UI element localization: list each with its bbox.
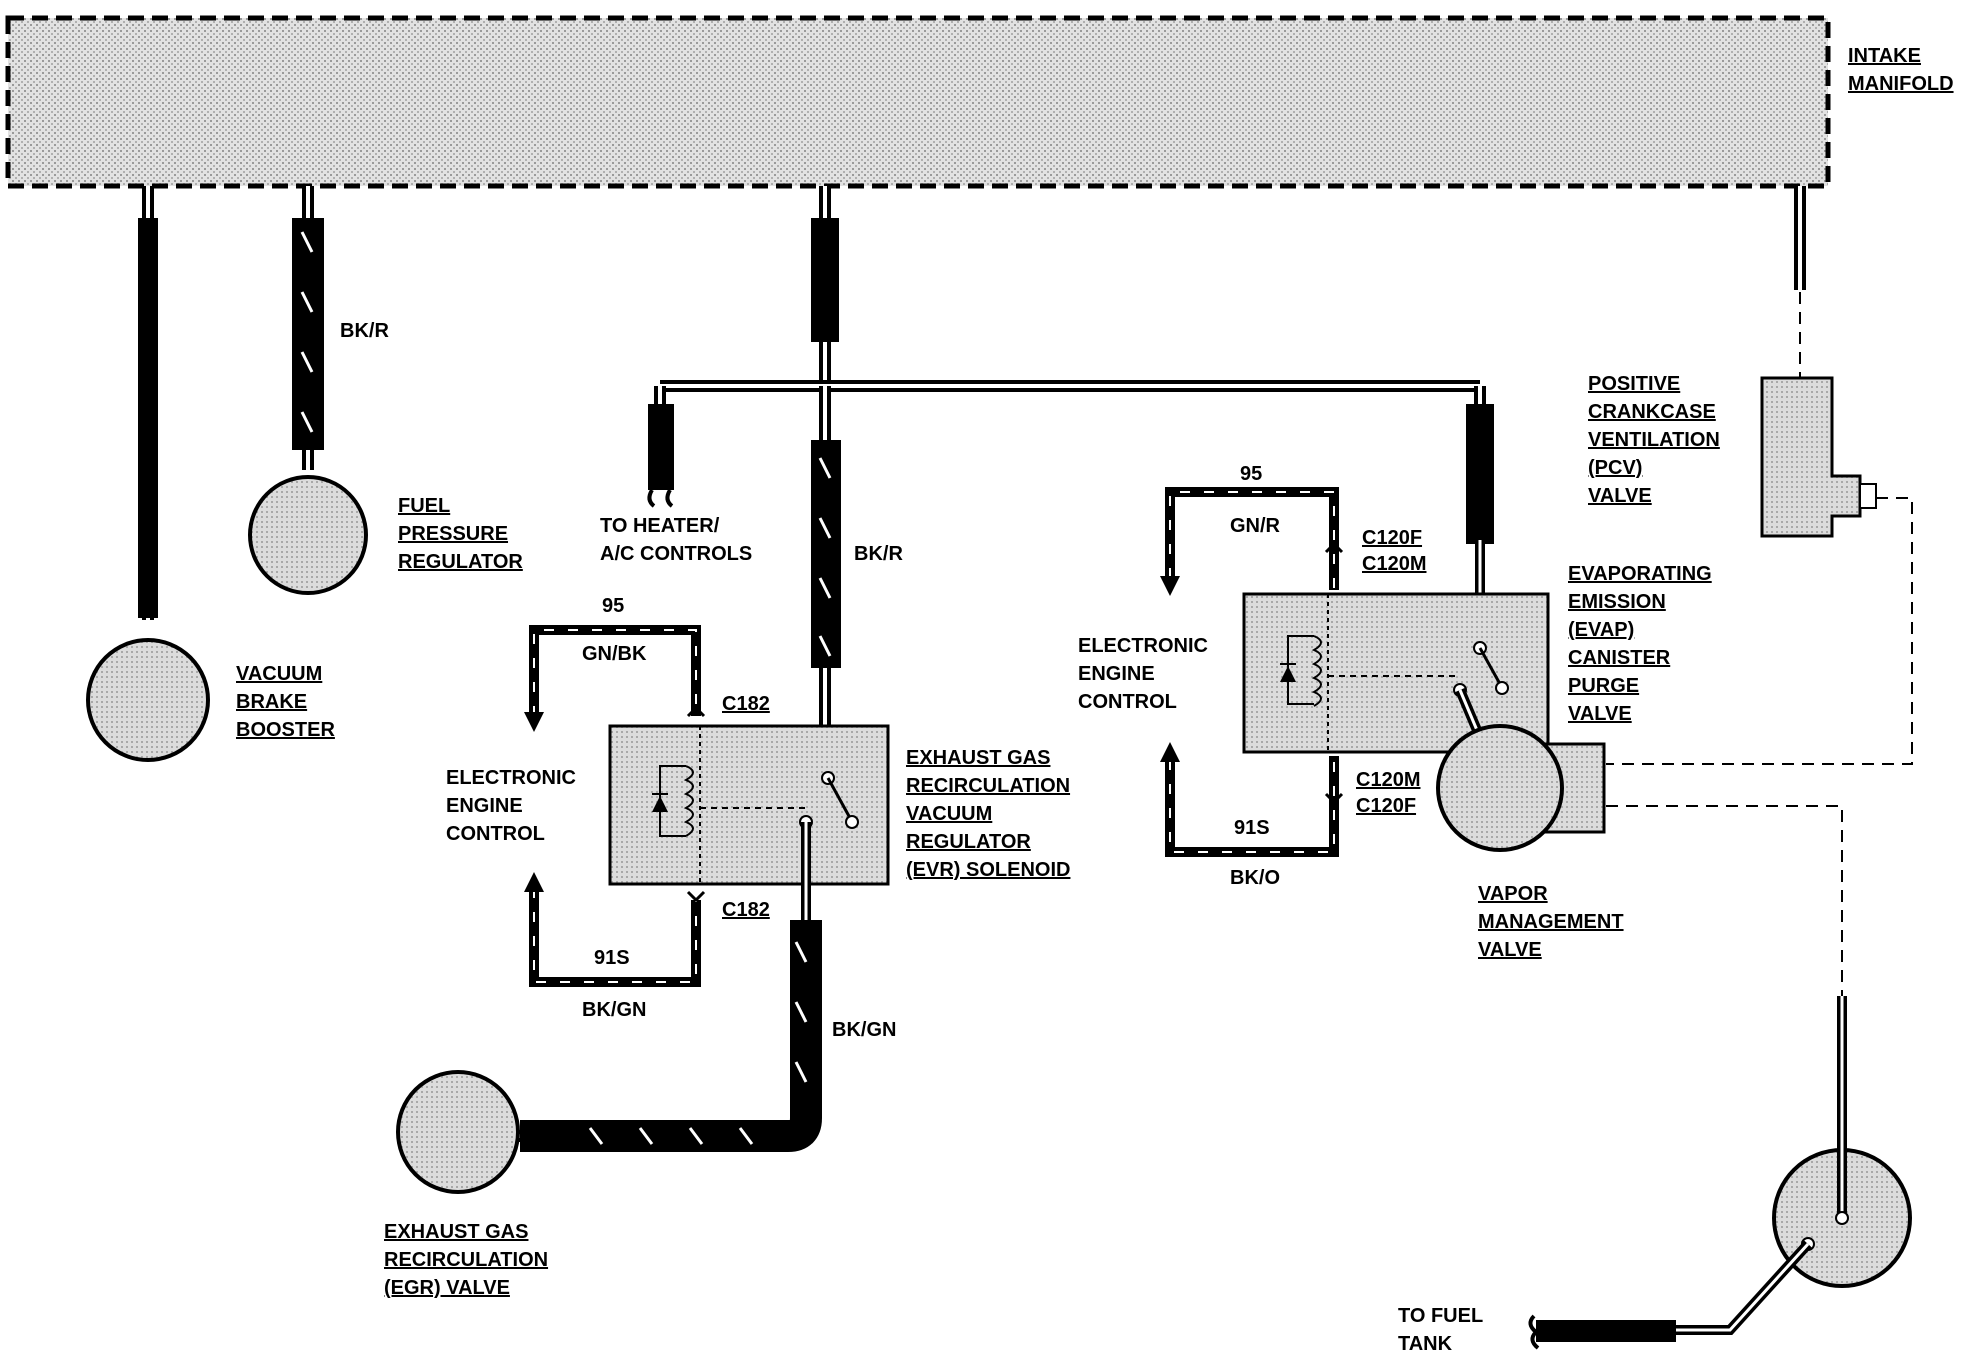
right-bottom-circuit-number: 91S <box>1234 817 1270 839</box>
center-hose-color-label: BK/R <box>854 543 903 565</box>
right-bottom-connector-label1: C120M <box>1356 769 1420 791</box>
right-top-connector-label1: C120F <box>1362 527 1422 549</box>
fuel-pressure-regulator-hose <box>292 186 324 470</box>
vapor-valve-label: VAPOR MANAGEMENT VALVE <box>1478 883 1624 961</box>
brake-booster-label: VACUUM BRAKE BOOSTER <box>236 663 335 741</box>
intake-manifold-label-line2: MANIFOLD <box>1848 73 1954 95</box>
heater-ac-label-line1: TO HEATER/ <box>600 515 720 537</box>
egr-hose <box>470 920 822 1152</box>
evr-label-line1: EXHAUST GAS <box>906 747 1050 769</box>
fuel-tank-label-line1: TO FUEL <box>1398 1305 1483 1327</box>
intake-manifold-label: INTAKE MANIFOLD <box>1848 45 1954 95</box>
vapor-label-line1: VAPOR <box>1478 883 1548 905</box>
vapor-label-line2: MANAGEMENT <box>1478 911 1624 933</box>
pcv-label-line4: (PCV) <box>1588 457 1642 479</box>
fuel-tank-label: TO FUEL TANK <box>1398 1305 1483 1355</box>
egr-label-line2: RECIRCULATION <box>384 1249 548 1271</box>
brake-booster-label-line3: BOOSTER <box>236 719 335 741</box>
brake-booster-hose <box>138 186 158 620</box>
evr-label-line2: RECIRCULATION <box>906 775 1070 797</box>
fpr-label-line3: REGULATOR <box>398 551 523 573</box>
left-bottom-circuit-number: 91S <box>594 947 630 969</box>
fuel-tank-label-line2: TANK <box>1398 1333 1453 1355</box>
left-top-wire-color: GN/BK <box>582 643 647 665</box>
right-top-connector-label2: C120M <box>1362 553 1426 575</box>
evap-label-line1: EVAPORATING <box>1568 563 1712 585</box>
heater-ac-label: TO HEATER/ A/C CONTROLS <box>600 515 752 565</box>
evr-label-line5: (EVR) SOLENOID <box>906 859 1070 881</box>
eec-left-label-line3: CONTROL <box>446 823 545 845</box>
pcv-valve-label: POSITIVE CRANKCASE VENTILATION (PCV) VAL… <box>1588 373 1720 507</box>
eec-left-label: ELECTRONIC ENGINE CONTROL <box>446 767 576 845</box>
evap-purge-label: EVAPORATING EMISSION (EVAP) CANISTER PUR… <box>1568 563 1712 725</box>
fuel-pressure-regulator <box>248 475 368 595</box>
brake-booster-label-line1: VACUUM <box>236 663 322 685</box>
evr-label-line3: VACUUM <box>906 803 992 825</box>
vapor-label-line3: VALVE <box>1478 939 1542 961</box>
vacuum-brake-booster <box>86 638 210 762</box>
eec-left-label-line2: ENGINE <box>446 795 523 817</box>
fpr-hose-color-label: BK/R <box>340 320 389 342</box>
right-bottom-wire <box>1160 742 1344 857</box>
evr-label-line4: REGULATOR <box>906 831 1031 853</box>
brake-booster-label-line2: BRAKE <box>236 691 307 713</box>
eec-right-label: ELECTRONIC ENGINE CONTROL <box>1078 635 1208 713</box>
left-bottom-wire <box>524 872 706 987</box>
intake-manifold <box>5 15 1831 189</box>
right-top-wire <box>1160 487 1344 596</box>
egr-valve-label: EXHAUST GAS RECIRCULATION (EGR) VALVE <box>384 1221 548 1299</box>
right-top-circuit-number: 95 <box>1240 463 1262 485</box>
heater-ac-hose <box>647 404 674 508</box>
evap-label-line2: EMISSION <box>1568 591 1666 613</box>
evap-label-line5: PURGE <box>1568 675 1639 697</box>
center-hose-bottom <box>811 386 841 820</box>
egr-label-line1: EXHAUST GAS <box>384 1221 528 1243</box>
intake-manifold-label-line1: INTAKE <box>1848 45 1921 67</box>
fpr-label-line2: PRESSURE <box>398 523 508 545</box>
evap-label-line6: VALVE <box>1568 703 1632 725</box>
egr-valve <box>396 1070 520 1194</box>
eec-left-label-line1: ELECTRONIC <box>446 767 576 789</box>
evr-solenoid <box>608 724 890 928</box>
evap-label-line4: CANISTER <box>1568 647 1671 669</box>
fpr-label-line1: FUEL <box>398 495 450 517</box>
pcv-label-line1: POSITIVE <box>1588 373 1680 395</box>
eec-right-label-line1: ELECTRONIC <box>1078 635 1208 657</box>
right-bottom-connector-label2: C120F <box>1356 795 1416 817</box>
eec-right-label-line3: CONTROL <box>1078 691 1177 713</box>
left-top-connector-label: C182 <box>722 693 770 715</box>
egr-label-line3: (EGR) VALVE <box>384 1277 510 1299</box>
right-bottom-wire-color: BK/O <box>1230 867 1280 889</box>
left-top-circuit-number: 95 <box>602 595 624 617</box>
right-top-wire-color: GN/R <box>1230 515 1281 537</box>
pcv-label-line3: VENTILATION <box>1588 429 1720 451</box>
evr-solenoid-label: EXHAUST GAS RECIRCULATION VACUUM REGULAT… <box>906 747 1070 881</box>
dashed-vent-lines <box>1606 497 1913 1000</box>
left-top-wire <box>524 625 706 732</box>
eec-right-label-line2: ENGINE <box>1078 663 1155 685</box>
pcv-label-line5: VALVE <box>1588 485 1652 507</box>
egr-hose-color-label: BK/GN <box>832 1019 896 1041</box>
pcv-label-line2: CRANKCASE <box>1588 401 1716 423</box>
vacuum-cross-line <box>654 380 1486 410</box>
vapor-management-valve <box>1436 724 1606 852</box>
left-bottom-connector-label: C182 <box>722 899 770 921</box>
evap-label-line3: (EVAP) <box>1568 619 1634 641</box>
heater-ac-label-line2: A/C CONTROLS <box>600 543 752 565</box>
fuel-pressure-regulator-label: FUEL PRESSURE REGULATOR <box>398 495 523 573</box>
left-bottom-wire-color: BK/GN <box>582 999 646 1021</box>
pcv-valve <box>1760 376 1877 538</box>
fuel-tank-canister <box>1528 996 1912 1350</box>
